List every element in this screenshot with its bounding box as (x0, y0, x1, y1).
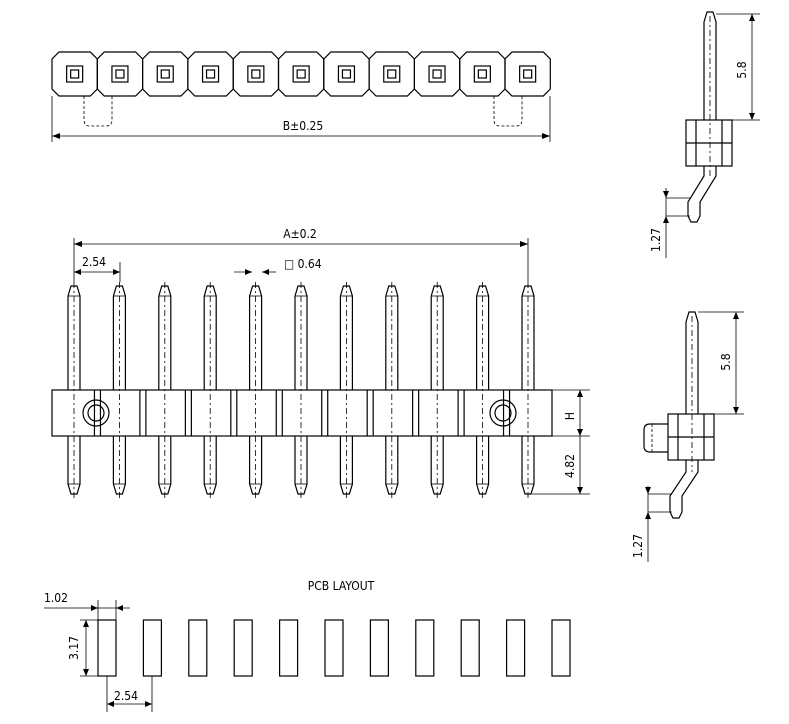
pin-square-inner (477, 69, 487, 79)
insulator-body (51, 389, 553, 437)
top-cell (368, 51, 415, 97)
pin-square-inner (432, 69, 442, 79)
top-cell (187, 51, 234, 97)
dim-tail-label: 4.82 (563, 454, 577, 478)
pin-upper (203, 285, 217, 390)
pcb-pad (279, 619, 299, 677)
pcb-pad (551, 619, 571, 677)
pin-square-outer (111, 65, 129, 83)
pin-square-inner (160, 69, 170, 79)
top-cell (504, 51, 551, 97)
pin-square-inner (115, 69, 125, 79)
top-view: B±0.25 (51, 51, 551, 142)
pcb-pads (97, 619, 571, 677)
pcb-layout-title: PCB LAYOUT (308, 579, 375, 593)
pin-upper (339, 285, 353, 390)
pin-upper (476, 285, 490, 390)
peg-right (493, 96, 523, 127)
pin-upper (158, 285, 172, 390)
front-view: A±0.2 2.54 □ 0.64 H 4.82 (51, 227, 590, 500)
dim-h-label: H (563, 412, 577, 420)
pin-square-inner (387, 69, 397, 79)
top-cell (51, 51, 98, 97)
pcb-pad (142, 619, 162, 677)
boss-left (82, 399, 110, 427)
top-cell (277, 51, 325, 97)
pin-square-outer (201, 65, 220, 83)
pcb-pad (324, 619, 344, 677)
side-view-straight: 5.8 1.27 (649, 11, 760, 258)
pin-upper (294, 285, 308, 390)
dim-pitch-label: 2.54 (82, 255, 106, 269)
pin-upper (430, 285, 444, 390)
side1-height-label: 5.8 (735, 61, 749, 78)
pin-square-inner (70, 69, 80, 79)
boss-right (489, 399, 517, 427)
top-cell (96, 51, 144, 97)
side2-offset-label: 1.27 (631, 534, 645, 558)
dim-a-label: A±0.2 (283, 227, 317, 241)
pcb-pad (460, 619, 480, 677)
pcb-pad (97, 619, 117, 677)
pin-square-outer (156, 65, 174, 83)
top-cell (413, 51, 461, 97)
pin-square-outer (247, 65, 265, 83)
top-view-cells (51, 51, 551, 97)
pin-square-inner (205, 69, 216, 79)
pin-square-outer (66, 65, 84, 83)
pcb-pad (415, 619, 435, 677)
pin-upper (67, 285, 81, 390)
pcb-pad (369, 619, 389, 677)
top-cell (459, 51, 506, 97)
dim-pin-size-label: □ 0.64 (284, 257, 322, 271)
pin-square-outer (383, 65, 401, 83)
pad-length-label: 3.17 (67, 636, 81, 660)
front-view-pins (67, 282, 535, 500)
peg-left (83, 96, 113, 127)
pin-square-inner (251, 69, 261, 79)
pcb-layout: PCB LAYOUT 1.02 3.17 2.54 (44, 579, 571, 712)
pin-square-outer (519, 65, 537, 83)
pin-square-outer (337, 65, 356, 83)
side2-height-label: 5.8 (719, 353, 733, 370)
top-cell (323, 51, 370, 97)
pin-upper (521, 285, 535, 390)
pin-upper (112, 285, 126, 390)
pcb-pad (233, 619, 253, 677)
pcb-pad (506, 619, 526, 677)
pcb-pad (188, 619, 208, 677)
top-cell (142, 51, 189, 97)
top-cell (232, 51, 280, 97)
pin-square-outer (473, 65, 491, 83)
pad-width-label: 1.02 (44, 591, 68, 605)
insulator-dividers (93, 390, 511, 436)
side-view-peg: 5.8 1.27 (631, 311, 744, 562)
pad-pitch-label: 2.54 (114, 689, 138, 703)
pin-square-outer (292, 65, 310, 83)
dim-b-label: B±0.25 (283, 119, 323, 133)
pin-upper (385, 285, 399, 390)
pin-square-inner (523, 69, 533, 79)
pin-upper (249, 285, 263, 390)
pin-square-inner (341, 69, 352, 79)
side1-offset-label: 1.27 (649, 228, 663, 252)
pin-square-outer (428, 65, 446, 83)
pin-square-inner (296, 69, 306, 79)
